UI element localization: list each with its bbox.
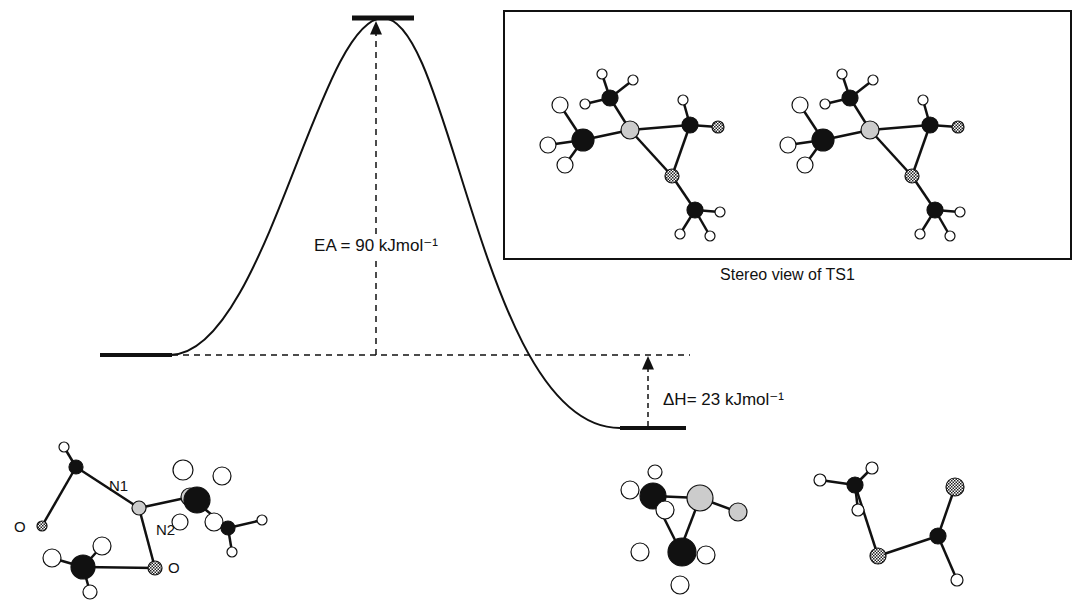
stereo-view-box: Stereo view of TS1 [503, 10, 1072, 260]
box-caption: Stereo view of TS1 [505, 266, 1070, 284]
atom-label: O [14, 519, 26, 536]
atom-label: N2 [156, 522, 175, 539]
activation-energy-label: EA = 90 kJmol⁻¹ [311, 236, 441, 257]
enthalpy-label: ΔH= 23 kJmol⁻¹ [660, 390, 787, 411]
atom-label: N1 [109, 478, 128, 495]
atom-label: O [168, 560, 180, 577]
